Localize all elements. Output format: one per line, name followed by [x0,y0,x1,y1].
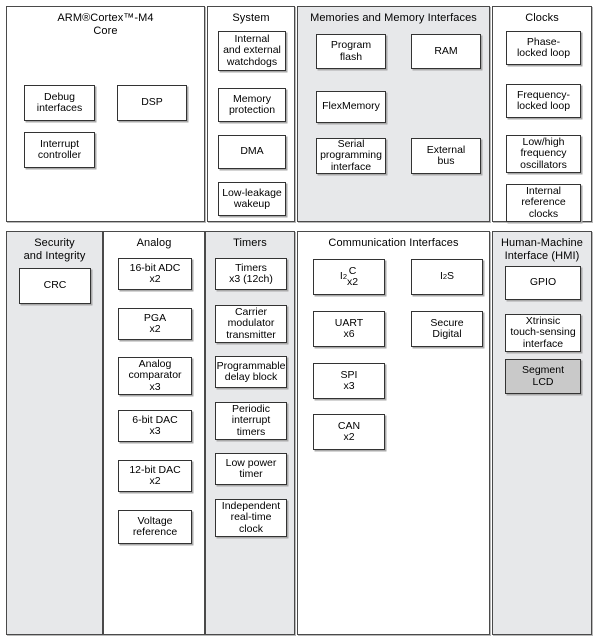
block-12-bit-dac: 12-bit DAC x2 [118,460,192,492]
block-touch-sensing-interface: Xtrinsic touch-sensing interface [505,314,581,352]
block-frequency-locked-loop: Frequency- locked loop [506,84,581,118]
block-16-bit-adc: 16-bit ADC x2 [118,258,192,290]
group-clocks-title: Clocks [525,12,559,24]
block-low-leakage-wakeup: Low-leakage wakeup [218,182,286,216]
block-carrier-modulator-transmitter: Carrier modulator transmitter [215,305,287,343]
block-program-flash: Program flash [316,34,386,69]
group-timers-title: Timers [233,237,267,249]
block-independent-real-time-clock: Independent real-time clock [215,499,287,537]
block-interrupt-controller: Interrupt controller [24,132,95,168]
group-analog-title: Analog [136,237,172,249]
block-internal-reference-clocks: Internal reference clocks [506,184,581,222]
block-watchdogs: Internal and external watchdogs [218,31,286,71]
block-low-power-timer: Low power timer [215,453,287,485]
block-external-bus: External bus [411,138,481,174]
block-segment-lcd: Segment LCD [505,359,581,394]
block-timers: Timers x3 (12ch) [215,258,287,290]
block-can: CAN x2 [313,414,385,450]
block-debug-interfaces: Debug interfaces [24,85,95,121]
block-crc: CRC [19,268,91,304]
block-secure-digital: Secure Digital [411,311,483,347]
block-oscillators: Low/high frequency oscillators [506,135,581,173]
block-ram: RAM [411,34,481,69]
group-security-title: Security and Integrity [23,237,86,262]
block-spi: SPI x3 [313,363,385,399]
group-analog: Analog 16-bit ADC x2 PGA x2 Analog compa… [103,231,205,635]
block-flexmemory: FlexMemory [316,91,386,123]
block-uart: UART x6 [313,311,385,347]
group-hmi-title: Human-Machine Interface (HMI) [500,237,583,262]
group-clocks: Clocks Phase- locked loop Frequency- loc… [492,6,592,222]
block-serial-programming-interface: Serial programming interface [316,138,386,174]
block-pga: PGA x2 [118,308,192,340]
group-hmi: Human-Machine Interface (HMI) GPIO Xtrin… [492,231,592,635]
block-phase-locked-loop: Phase- locked loop [506,31,581,65]
block-programmable-delay-block: Programmable delay block [215,356,287,388]
group-timers: Timers Timers x3 (12ch) Carrier modulato… [205,231,295,635]
block-periodic-interrupt-timers: Periodic interrupt timers [215,402,287,440]
block-memory-protection: Memory protection [218,88,286,122]
group-security: Security and Integrity CRC [6,231,103,635]
group-core-title: ARM®Cortex™-M4 Core [57,12,154,37]
block-dsp: DSP [117,85,187,121]
block-dma: DMA [218,135,286,169]
block-analog-comparator: Analog comparator x3 [118,357,192,395]
block-gpio: GPIO [505,266,581,300]
group-memories-title: Memories and Memory Interfaces [310,12,477,24]
group-system: System Internal and external watchdogs M… [207,6,295,222]
block-6-bit-dac: 6-bit DAC x3 [118,410,192,442]
block-voltage-reference: Voltage reference [118,510,192,544]
group-memories: Memories and Memory Interfaces Program f… [297,6,490,222]
group-system-title: System [232,12,270,24]
group-communication-title: Communication Interfaces [328,237,459,249]
group-core: ARM®Cortex™-M4 Core Debug interfaces DSP… [6,6,205,222]
